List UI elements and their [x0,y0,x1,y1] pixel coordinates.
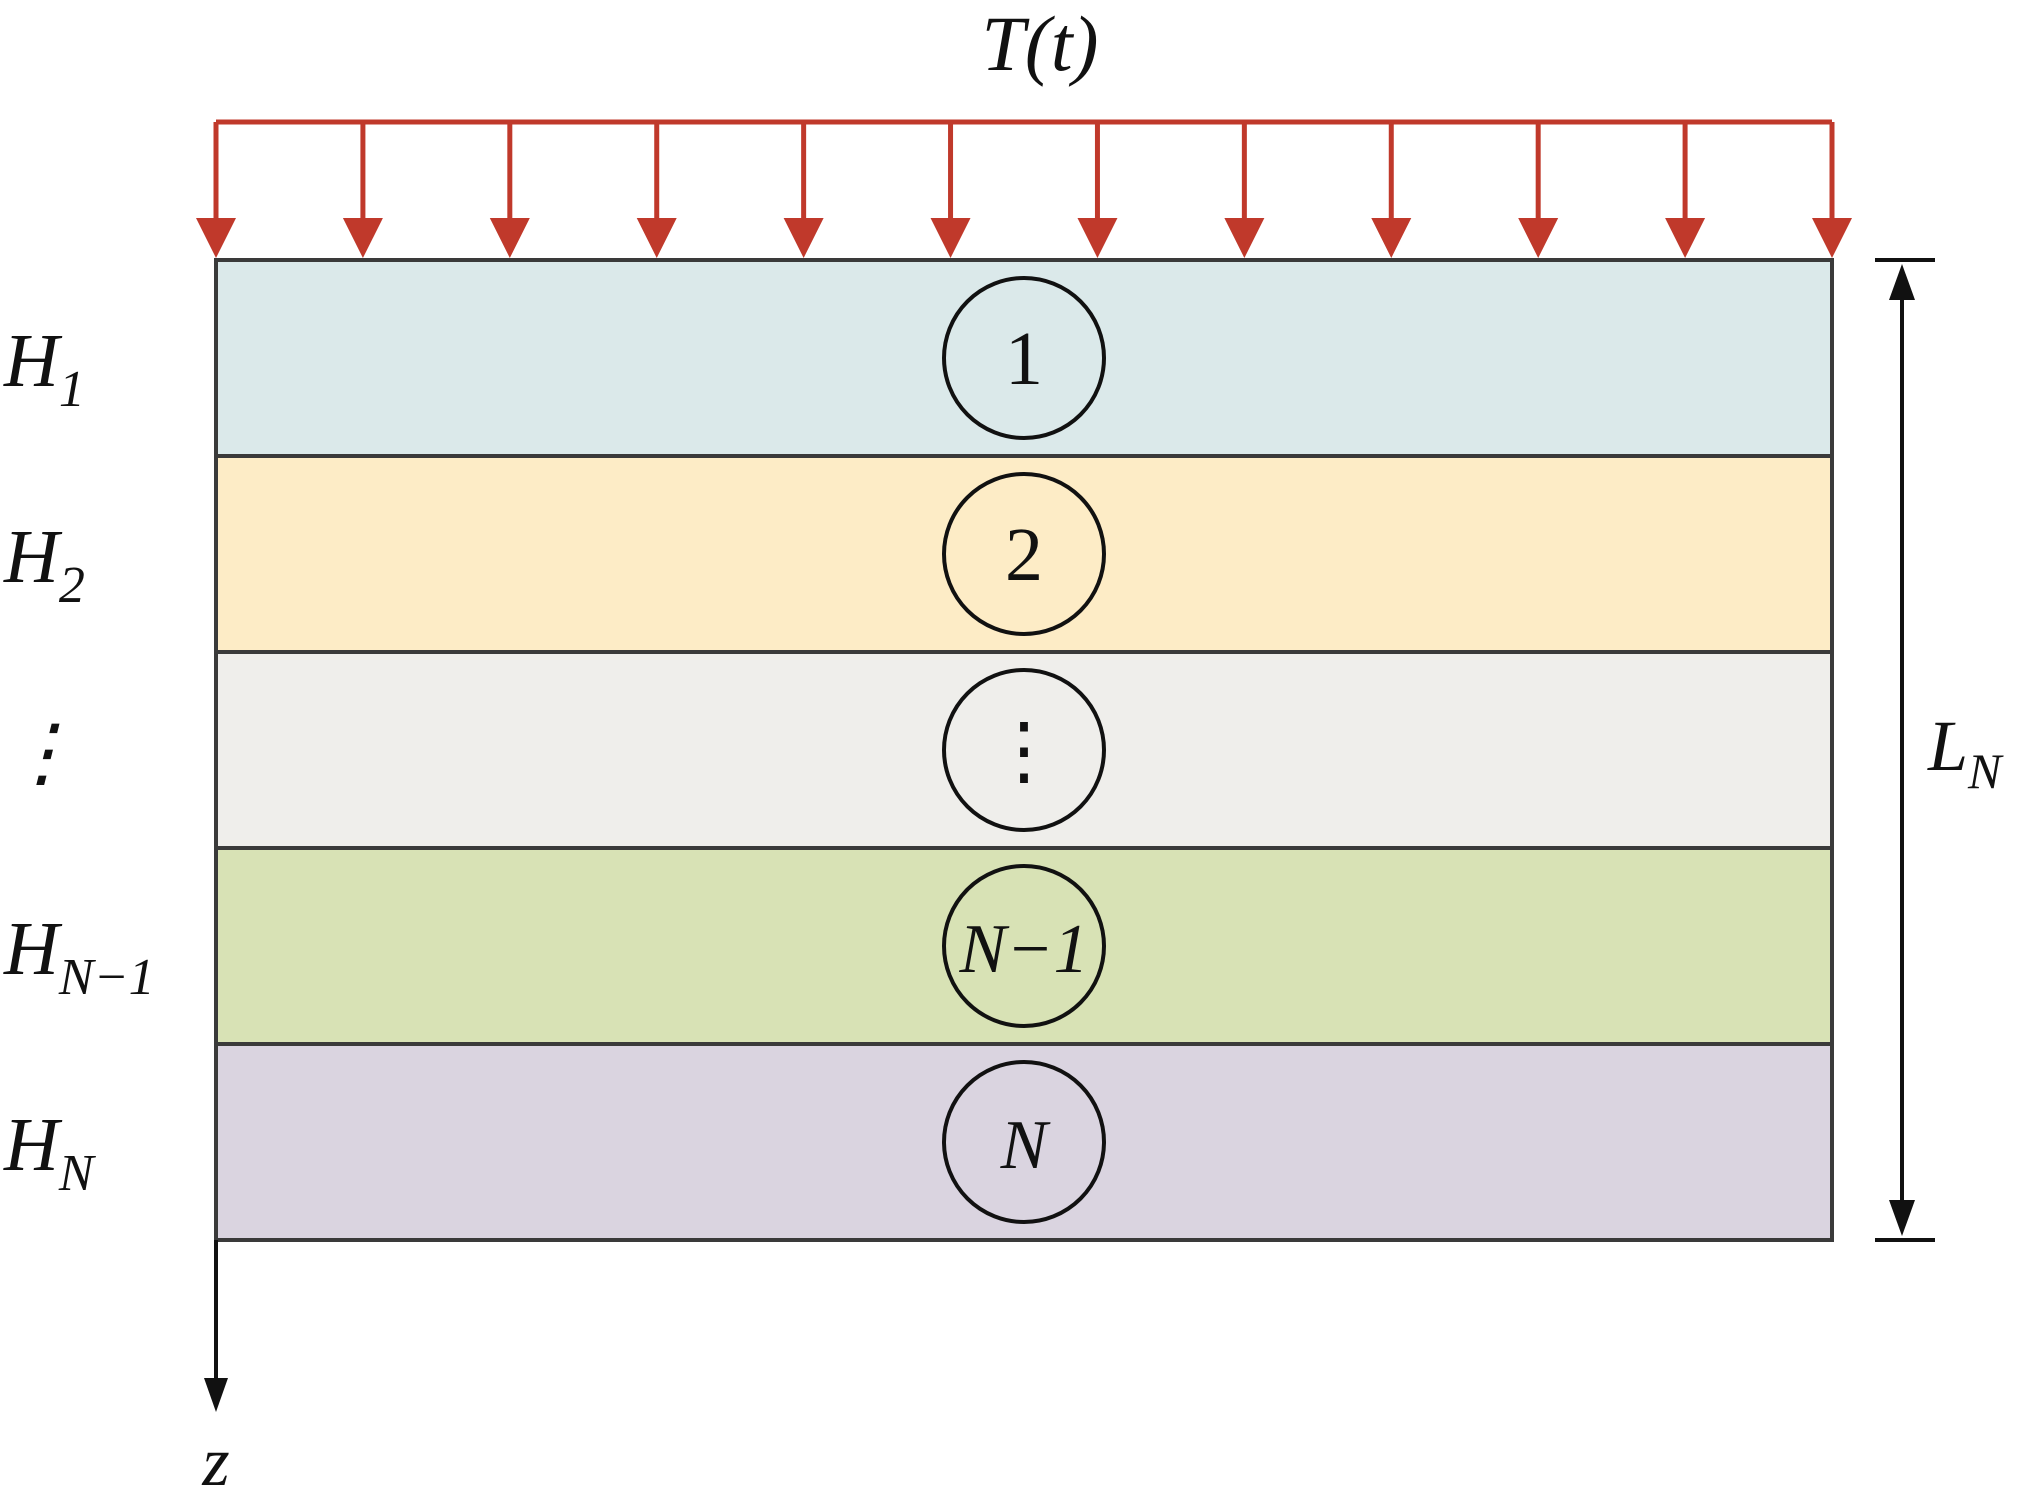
layer-thickness-label: ⋮ [4,711,80,795]
load-arrowhead [1518,218,1559,258]
load-arrowhead [930,218,971,258]
layer-number: N−1 [959,911,1089,988]
layer-number: 1 [1005,317,1043,401]
load-label: T(t) [982,0,1099,87]
layer-number: ⋮ [986,709,1062,793]
load-arrowhead [783,218,824,258]
dimension-arrowhead-up [1889,264,1915,300]
layer-thickness-label: H1 [3,319,85,418]
load-arrowhead [489,218,530,258]
load-arrowhead [1812,218,1852,258]
z-axis: z [201,1240,230,1495]
layer-number-circle [942,864,1106,1028]
depth-dimension: LN [1875,258,2004,1242]
layer-band [214,258,1834,458]
load-arrowhead [1665,218,1706,258]
layer-number: N [1000,1107,1051,1184]
load-arrowhead [196,218,236,258]
load-arrowhead [1371,218,1412,258]
distributed-load-arrows [196,119,1852,258]
layer-number-circle [942,472,1106,636]
layer-thickness-label: HN [3,1103,97,1202]
soil-layers: 1 H1 2 H2 ⋮ ⋮ N−1 HN−1N HN [3,258,1834,1242]
layer-thickness-label: HN−1 [3,907,155,1006]
layer-number-circle [942,276,1106,440]
load-arrowhead [636,218,677,258]
dimension-arrowhead-down [1889,1200,1915,1236]
z-axis-arrowhead [204,1378,228,1412]
layer-band [214,650,1834,850]
layer-band [214,846,1834,1046]
layer-band [214,1042,1834,1242]
layer-number-circle [942,1060,1106,1224]
load-arrowhead [1077,218,1118,258]
layer-thickness-label: H2 [3,515,85,614]
load-arrowhead [1224,218,1265,258]
layer-number: 2 [1005,513,1043,597]
load-arrowhead [342,218,383,258]
depth-label: LN [1927,706,2004,799]
layer-number-circle [942,668,1106,832]
z-axis-label: z [201,1424,229,1495]
